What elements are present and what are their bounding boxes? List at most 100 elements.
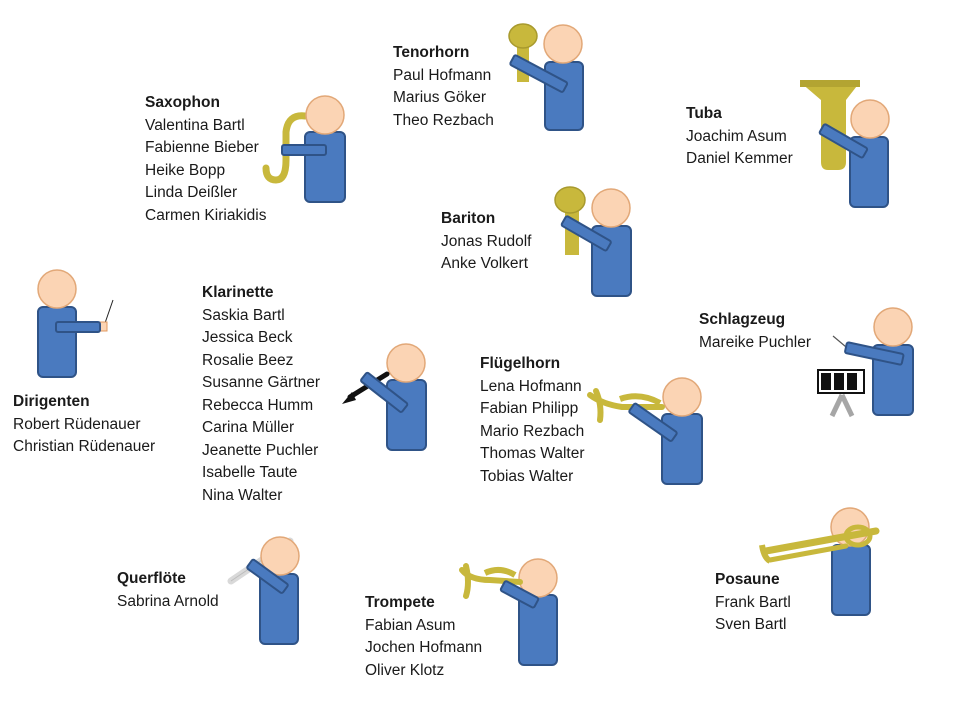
section-bariton: Bariton Jonas Rudolf Anke Volkert: [441, 208, 531, 276]
musician-fluegelhorn: [661, 413, 703, 485]
member-list: Lena Hofmann Fabian Philipp Mario Rezbac…: [480, 376, 585, 489]
arm-klarinette: [360, 371, 409, 413]
member-name: Lena Hofmann: [480, 377, 582, 395]
section-trompete: Trompete Fabian Asum Jochen Hofmann Oliv…: [365, 592, 482, 682]
member-name: Tobias Walter: [480, 467, 574, 485]
section-tuba: Tuba Joachim Asum Daniel Kemmer: [686, 103, 793, 171]
member-name: Fabienne Bieber: [145, 139, 259, 156]
member-name: Robert Rüdenauer: [13, 415, 141, 433]
head-conductor: [37, 269, 77, 309]
member-name: Saskia Bartl: [202, 306, 285, 324]
member-name: Anke Volkert: [441, 255, 529, 272]
member-name: Jochen Hofmann: [365, 639, 483, 656]
conductor: [37, 306, 77, 378]
musician-klarinette: [386, 379, 427, 451]
member-name: Isabelle Taute: [202, 464, 298, 481]
head-tuba: [850, 99, 890, 139]
section-dirigenten: Dirigenten Robert Rüdenauer Christian Rü…: [13, 391, 155, 459]
member-name: Fabian Philipp: [480, 400, 579, 417]
section-title: Trompete: [365, 594, 435, 611]
head-schlagzeug: [873, 307, 913, 347]
member-name: Carmen Kiriakidis: [145, 206, 267, 224]
member-name: Linda Deißler: [145, 184, 238, 201]
arm-bariton: [560, 215, 612, 252]
arm-saxophon: [281, 144, 327, 156]
member-list: Joachim Asum Daniel Kemmer: [686, 126, 793, 171]
arm-querfloete: [246, 558, 289, 594]
member-list: Jonas Rudolf Anke Volkert: [441, 231, 531, 276]
arm-fluegelhorn: [628, 402, 678, 442]
section-title: Tenorhorn: [393, 44, 470, 61]
section-title: Flügelhorn: [480, 355, 561, 372]
member-name: Valentina Bartl: [145, 116, 245, 134]
drum-icon: [817, 369, 865, 418]
member-list: Saskia Bartl Jessica Beck Rosalie Beez S…: [202, 305, 320, 508]
member-name: Carina Müller: [202, 419, 295, 436]
musician-posaune: [831, 544, 871, 616]
member-name: Nina Walter: [202, 486, 283, 504]
section-saxophon: Saxophon Valentina Bartl Fabienne Bieber…: [145, 92, 266, 227]
section-fluegelhorn: Flügelhorn Lena Hofmann Fabian Philipp M…: [480, 353, 585, 488]
member-name: Theo Rezbach: [393, 111, 494, 129]
member-name: Mareike Puchler: [699, 333, 811, 351]
member-name: Paul Hofmann: [393, 66, 492, 84]
head-tenorhorn: [543, 24, 583, 64]
member-name: Joachim Asum: [686, 127, 787, 145]
member-list: Mareike Puchler: [699, 332, 811, 355]
arm-tenorhorn: [509, 54, 569, 93]
member-name: Fabian Asum: [365, 616, 456, 634]
member-name: Jessica Beck: [202, 329, 293, 346]
section-title: Dirigenten: [13, 393, 90, 410]
arm-trompete: [499, 580, 540, 609]
head-querfloete: [260, 536, 300, 576]
arm-schlagzeug: [844, 341, 905, 366]
head-fluegelhorn: [662, 377, 702, 417]
section-posaune: Posaune Frank Bartl Sven Bartl: [715, 569, 791, 637]
member-list: Robert Rüdenauer Christian Rüdenauer: [13, 414, 155, 459]
member-list: Valentina Bartl Fabienne Bieber Heike Bo…: [145, 115, 266, 228]
musician-trompete: [518, 594, 558, 666]
section-schlagzeug: Schlagzeug Mareike Puchler: [699, 309, 811, 354]
member-name: Rosalie Beez: [202, 351, 294, 369]
member-name: Oliver Klotz: [365, 661, 445, 679]
member-name: Frank Bartl: [715, 593, 791, 611]
arm-tuba: [818, 123, 869, 159]
trumpet-icon: [459, 563, 523, 599]
member-name: Sabrina Arnold: [117, 592, 219, 610]
head-bariton: [591, 188, 631, 228]
section-title: Klarinette: [202, 284, 274, 301]
member-list: Sabrina Arnold: [117, 591, 219, 614]
musician-tenorhorn: [544, 61, 584, 131]
musician-saxophon: [304, 131, 346, 203]
member-name: Christian Rüdenauer: [13, 438, 156, 455]
member-name: Susanne Gärtner: [202, 374, 321, 391]
head-saxophon: [305, 95, 345, 135]
member-name: Daniel Kemmer: [686, 150, 793, 167]
arm-conductor: [55, 321, 101, 333]
section-tenorhorn: Tenorhorn Paul Hofmann Marius Göker Theo…: [393, 42, 494, 132]
member-name: Mario Rezbach: [480, 422, 585, 440]
member-list: Frank Bartl Sven Bartl: [715, 592, 791, 637]
member-name: Thomas Walter: [480, 445, 585, 462]
member-name: Marius Göker: [393, 89, 487, 106]
member-name: Heike Bopp: [145, 161, 226, 179]
saxophone-icon: [262, 112, 309, 184]
section-title: Saxophon: [145, 94, 220, 111]
section-title: Tuba: [686, 105, 722, 122]
flugelhorn-icon: [587, 388, 665, 423]
section-klarinette: Klarinette Saskia Bartl Jessica Beck Ros…: [202, 282, 320, 507]
section-title: Posaune: [715, 571, 780, 588]
member-name: Jonas Rudolf: [441, 232, 532, 250]
member-name: Jeanette Puchler: [202, 441, 319, 459]
member-name: Sven Bartl: [715, 616, 787, 633]
member-list: Paul Hofmann Marius Göker Theo Rezbach: [393, 65, 494, 133]
member-name: Rebecca Humm: [202, 396, 314, 414]
section-title: Schlagzeug: [699, 311, 786, 328]
section-querfloete: Querflöte Sabrina Arnold: [117, 568, 219, 613]
head-klarinette: [386, 343, 426, 383]
section-title: Querflöte: [117, 570, 186, 587]
section-title: Bariton: [441, 210, 496, 227]
member-list: Fabian Asum Jochen Hofmann Oliver Klotz: [365, 615, 482, 683]
trombone-icon: [759, 524, 880, 564]
